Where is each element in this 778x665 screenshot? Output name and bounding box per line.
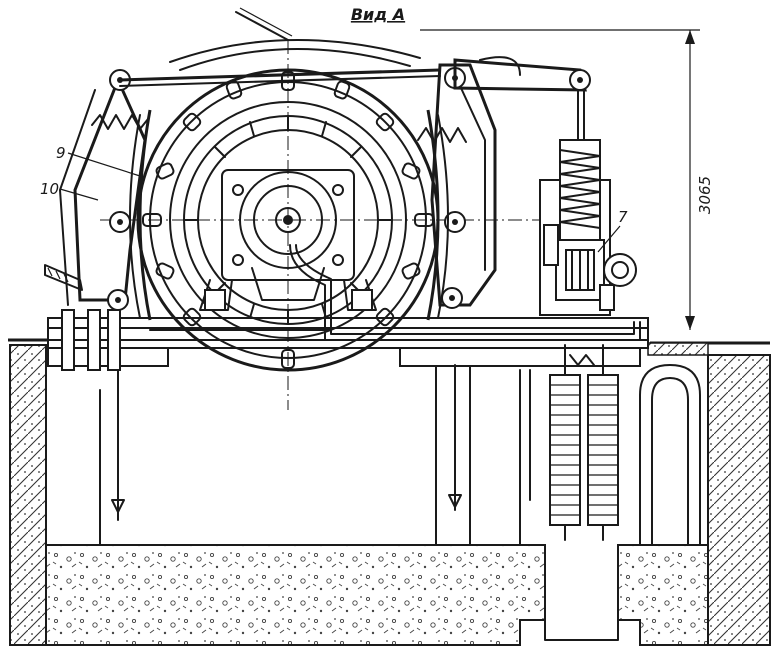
anchor-bolts — [61, 309, 531, 521]
left-spring — [91, 114, 149, 130]
concrete-slab-right — [617, 544, 709, 646]
foundation — [8, 338, 771, 646]
concrete-slab-left — [45, 544, 546, 646]
left-brake-shoe-9 — [138, 109, 152, 321]
thruster-motor — [603, 253, 637, 287]
arched-opening — [639, 364, 701, 546]
brake-levers — [44, 7, 591, 321]
right-spring — [417, 127, 467, 143]
piping — [149, 244, 641, 341]
callout-7: 7 — [618, 208, 628, 226]
resistor-banks — [549, 344, 619, 541]
top-tie-rod — [119, 68, 441, 82]
view-title: Вид А — [351, 5, 405, 24]
right-lever — [430, 63, 497, 307]
callouts: 9 10 7 — [40, 144, 628, 253]
resistor-bank-right — [587, 374, 619, 526]
right-brake-shoe — [426, 109, 440, 321]
height-dimension: 3065 — [420, 29, 714, 330]
thruster-spring — [559, 149, 601, 229]
thruster-unit-7 — [539, 139, 637, 316]
brake-drum-assembly — [100, 40, 560, 410]
callout-9: 9 — [56, 144, 66, 162]
resistor-bank-left — [549, 374, 581, 526]
left-soil-wall — [9, 344, 47, 646]
resistor-pit — [544, 544, 619, 641]
right-soil-wall — [707, 354, 771, 646]
left-lever-10 — [73, 76, 147, 302]
callout-10: 10 — [40, 180, 59, 198]
height-dimension-label: 3065 — [696, 176, 714, 214]
